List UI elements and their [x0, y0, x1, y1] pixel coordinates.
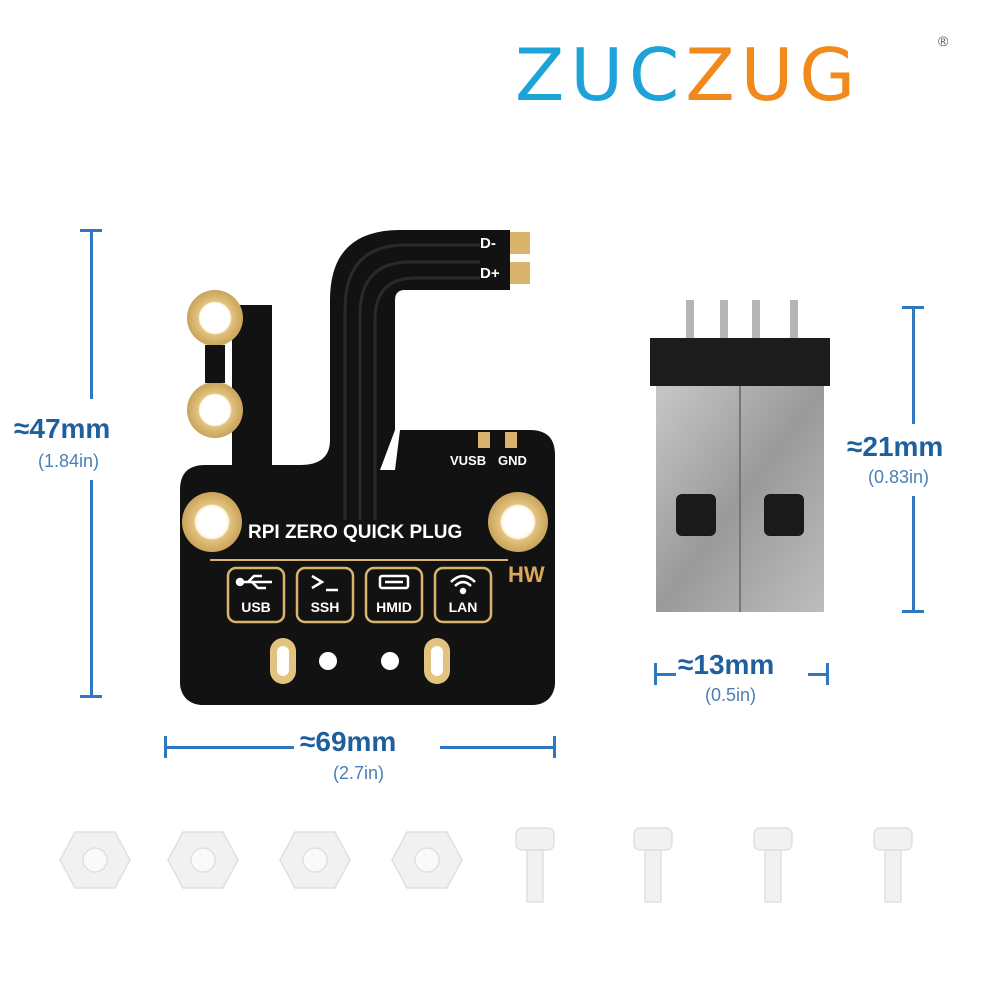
usb-icon [235, 574, 272, 590]
usb-width-line-left [654, 673, 676, 676]
usb-height-label: ≈21mm [847, 431, 944, 462]
icon-lan-box: LAN [433, 566, 493, 624]
nylon-screw-1 [515, 827, 555, 903]
hw-marker: HW [508, 562, 545, 587]
pcb-trace [343, 243, 480, 520]
nylon-nut-1 [59, 831, 131, 889]
nylon-nut-3 [279, 831, 351, 889]
height-sub-label: (1.84in) [38, 451, 100, 471]
width-label: ≈69mm [300, 726, 397, 757]
brand-letter-2: U [570, 33, 630, 117]
height-cap-bottom [80, 695, 102, 698]
pcb-trace [373, 276, 480, 520]
icon-usb-box: USB [226, 566, 286, 624]
vusb-label: VUSB [450, 453, 486, 468]
brand-logo: Z U C Z U G [515, 35, 861, 115]
height-line-bottom [90, 480, 93, 697]
usb-pin-4 [790, 300, 798, 340]
usb-height-cap-bottom [902, 610, 924, 613]
usb-pin-2 [720, 300, 728, 340]
vusb-pad [478, 432, 490, 448]
usb-width-sub-label: (0.5in) [705, 685, 757, 705]
d-plus-pad [510, 262, 530, 284]
registered-mark: ® [938, 33, 949, 49]
usb-housing [650, 338, 830, 386]
icon-hmid-label: HMID [376, 599, 412, 615]
d-minus-label: D- [480, 235, 496, 252]
terminal-icon [311, 574, 338, 592]
gnd-pad [505, 432, 517, 448]
icon-hmid-box: HMID [364, 566, 424, 624]
usb-height-sub-label: (0.83in) [868, 467, 930, 487]
icon-usb-label: USB [241, 599, 271, 615]
usb-pin-1 [686, 300, 694, 340]
brand-letter-1: Z [515, 33, 571, 117]
d-plus-label: D+ [480, 265, 500, 282]
icon-ssh-label: SSH [311, 599, 340, 615]
usb-width-line-right [808, 673, 828, 676]
hole-left [319, 652, 337, 670]
board-title: RPI ZERO QUICK PLUG [248, 522, 462, 543]
height-line-top [90, 229, 93, 399]
d-minus-pad [510, 232, 530, 254]
pcb-trace [358, 260, 480, 520]
width-cap-right [553, 736, 556, 758]
width-line-right [440, 746, 556, 749]
hole-right [381, 652, 399, 670]
pcb-tab [232, 305, 272, 485]
brand-letter-4: Z [685, 33, 741, 117]
brand-letter-3: C [629, 33, 686, 117]
brand-letter-6: G [799, 33, 862, 117]
usb-window-right [764, 494, 804, 536]
icon-lan-label: LAN [449, 599, 478, 615]
usb-width-label: ≈13mm [678, 649, 775, 680]
nylon-nut-4 [391, 831, 463, 889]
width-line-left [164, 746, 294, 749]
nylon-screw-4 [873, 827, 913, 903]
height-label: ≈47mm [14, 413, 111, 444]
nylon-nut-2 [167, 831, 239, 889]
nylon-screw-3 [753, 827, 793, 903]
usb-height-line-bottom [912, 496, 915, 612]
brand-letter-5: U [740, 33, 800, 117]
usb-width-cap-right [826, 663, 829, 685]
gnd-label: GND [498, 453, 527, 468]
width-sub-label: (2.7in) [333, 763, 385, 783]
icon-ssh-box: SSH [295, 566, 355, 624]
usb-pin-3 [752, 300, 760, 340]
nylon-screw-2 [633, 827, 673, 903]
usb-height-line-top [912, 306, 915, 424]
wifi-icon [450, 574, 476, 595]
usb-window-left [676, 494, 716, 536]
hdmi-port-icon [378, 574, 410, 590]
